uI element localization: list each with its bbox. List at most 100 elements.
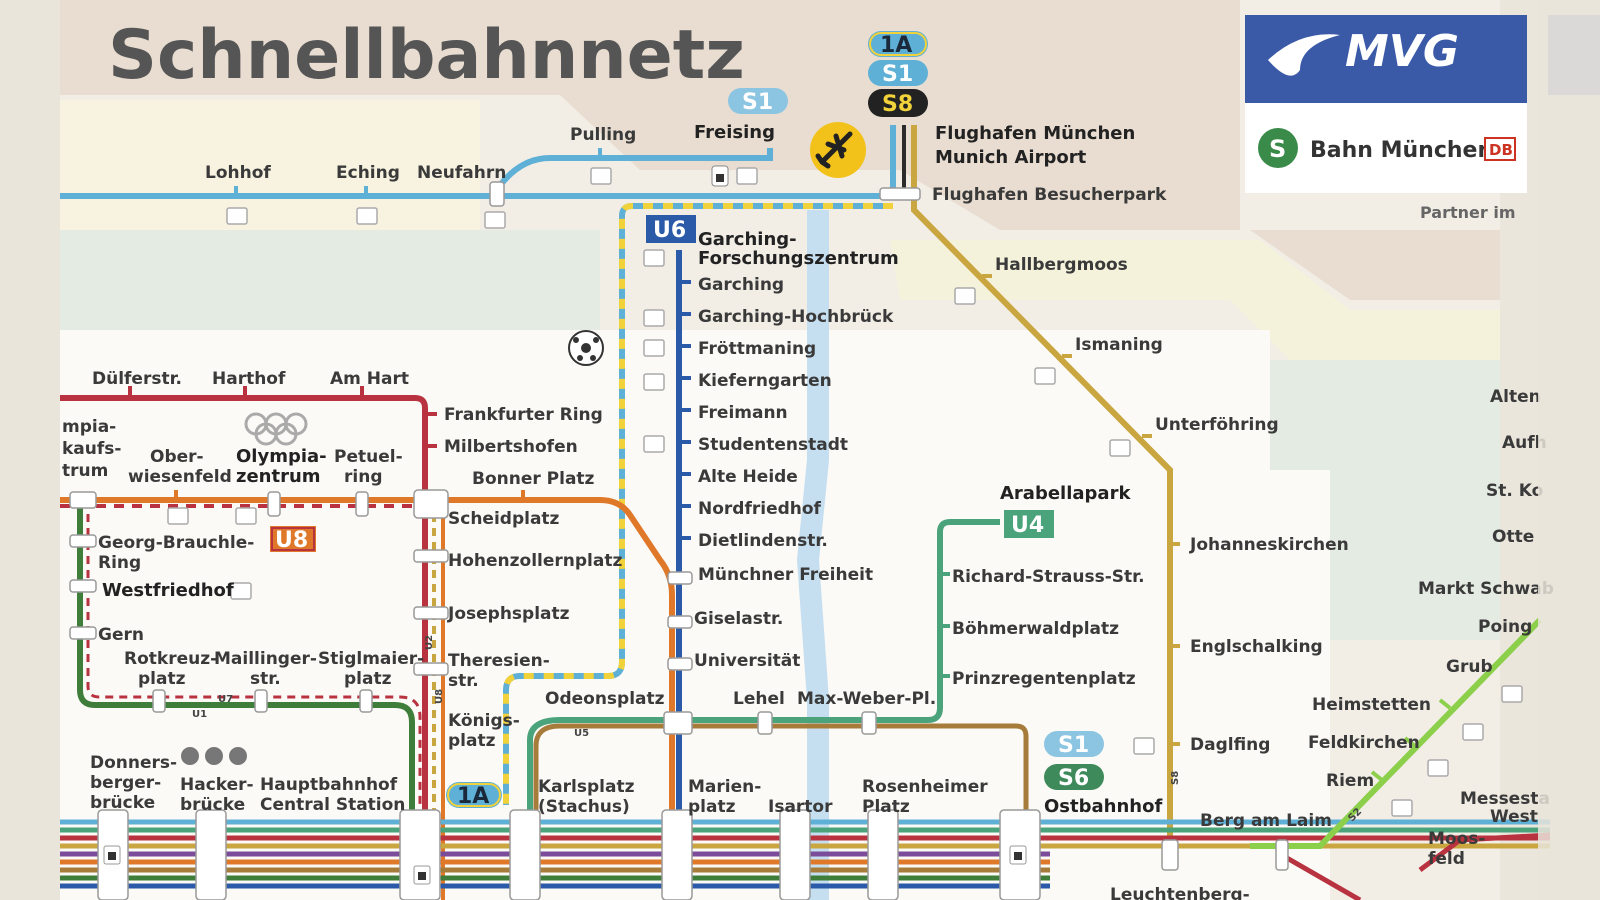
u4-ticks	[940, 572, 950, 678]
station-oberwiesenfeld-line2: wiesenfeld	[128, 467, 232, 487]
station-stops	[69, 181, 1289, 900]
zone-green-east	[1270, 360, 1500, 640]
station-st-ko-partial: St. Ko	[1486, 481, 1543, 501]
badge-1a-bottom: 1A	[446, 782, 502, 809]
badge-s1-top: S1	[868, 60, 928, 87]
station-rosenheimer-platz-line1: Rosenheimer	[862, 777, 988, 797]
line-tag-u5: U5	[574, 728, 589, 739]
badge-s1-top-text: S1	[882, 62, 913, 87]
station-milbertshofen: Milbertshofen	[444, 437, 578, 457]
s8-ticks	[982, 274, 1180, 746]
badge-u8: U8	[270, 526, 316, 553]
station-donnersbergerbruecke-line3: brücke	[90, 793, 155, 813]
station-maillingerstr-line1: Maillinger-	[214, 649, 317, 669]
station-heimstetten: Heimstetten	[1312, 695, 1431, 715]
station-max-weber-pl: Max-Weber-Pl.	[797, 689, 936, 709]
lock-icon	[711, 165, 729, 187]
station-odeonsplatz: Odeonsplatz	[545, 689, 665, 709]
station-ismaning: Ismaning	[1075, 335, 1163, 355]
station-koenigsplatz-line1: Königs-	[448, 711, 520, 731]
station-koenigsplatz-line2: platz	[448, 731, 496, 751]
line-tag-s8: S8	[1170, 771, 1181, 785]
zone-yellow-band	[890, 240, 1500, 360]
badge-u4-text: U4	[1011, 513, 1044, 538]
station-duelferstr: Dülferstr.	[92, 369, 182, 389]
station-arabellapark: Arabellapark	[1000, 483, 1131, 504]
station-lehel: Lehel	[733, 689, 785, 709]
station-moosfeld-line1: Moos-	[1428, 829, 1485, 849]
line-u2-east	[1278, 851, 1362, 900]
park-and-ride-icon	[167, 167, 1523, 817]
station-messestadt-west-line1: Messesta	[1460, 789, 1550, 809]
station-marienplatz-line2: platz	[688, 797, 736, 817]
station-boehmerwaldplatz: Böhmerwaldplatz	[952, 619, 1119, 639]
db-logo-text: DB	[1489, 141, 1513, 159]
station-unterfoehring: Unterföhring	[1155, 415, 1279, 435]
line-s8	[911, 125, 1173, 850]
station-bonner-platz: Bonner Platz	[472, 469, 595, 489]
station-maillingerstr-line2: str.	[250, 669, 281, 689]
badge-s1-east: S1	[1044, 731, 1104, 758]
station-markt-schwaben-partial: Markt Schwab	[1418, 579, 1554, 599]
line-tag-u7: U7	[218, 694, 233, 705]
badge-1a-top: 1A	[868, 31, 928, 58]
line-tag-u1: U1	[192, 709, 207, 720]
station-giselastr: Giselastr.	[694, 609, 783, 629]
olympic-rings-icon	[244, 412, 308, 446]
station-prinzregentenplatz: Prinzregentenplatz	[952, 669, 1136, 689]
station-alten-partial: Alten	[1490, 387, 1541, 407]
station-donnersbergerbruecke-line1: Donners-	[90, 753, 177, 773]
badge-u4: U4	[1004, 510, 1054, 538]
station-hauptbahnhof-line1: Hauptbahnhof	[260, 775, 398, 795]
station-muenchner-freiheit: Münchner Freiheit	[698, 565, 873, 585]
station-gern: Gern	[98, 625, 144, 645]
station-nordfriedhof: Nordfriedhof	[698, 499, 822, 519]
badge-s6-east-text: S6	[1058, 766, 1089, 791]
right-edge-overlay	[1538, 0, 1600, 900]
station-olympia-einkaufszentrum-line1: mpia-	[62, 417, 116, 437]
station-scheidplatz: Scheidplatz	[448, 509, 560, 529]
svg-text:S: S	[1269, 135, 1286, 163]
u2-ticks	[128, 386, 437, 448]
station-daglfing: Daglfing	[1190, 735, 1270, 755]
station-studentenstadt: Studentenstadt	[698, 435, 848, 455]
station-ostbahnhof: Ostbahnhof	[1044, 796, 1162, 817]
station-garching-hochbrueck: Garching-Hochbrück	[698, 307, 894, 327]
station-moosfeld-line2: feld	[1428, 849, 1465, 869]
station-richard-strauss-str: Richard-Strauss-Str.	[952, 567, 1145, 587]
station-airport-line2: Munich Airport	[935, 147, 1087, 168]
line-u3	[60, 497, 675, 900]
sbahn-icon	[1258, 128, 1298, 168]
db-logo	[1484, 137, 1516, 161]
river-isar	[796, 210, 829, 900]
airplane-icon	[810, 122, 866, 178]
station-kieferngarten: Kieferngarten	[698, 371, 832, 391]
station-georg-brauchle-ring-line1: Georg-Brauchle-	[98, 533, 254, 553]
station-hauptbahnhof-line2: Central Station	[260, 795, 405, 815]
station-marienplatz-line1: Marien-	[688, 777, 761, 797]
station-rotkreuzplatz-line1: Rotkreuz-	[124, 649, 217, 669]
zone-outer	[60, 0, 1500, 300]
station-garching-fz-line1: Garching-	[698, 229, 797, 250]
line-u2	[60, 395, 428, 900]
station-frankfurter-ring: Frankfurter Ring	[444, 405, 603, 425]
station-westfriedhof: Westfriedhof	[102, 580, 234, 601]
station-olympia-einkaufszentrum-line3: trum	[62, 461, 108, 481]
station-freising: Freising	[694, 122, 775, 143]
station-georg-brauchle-ring-line2: Ring	[98, 553, 141, 573]
station-hackerbruecke-line2: brücke	[180, 795, 245, 815]
station-karlsplatz-line1: Karlsplatz	[538, 777, 635, 797]
station-stiglmaierplatz-line2: platz	[344, 669, 392, 689]
line-u4	[527, 519, 1000, 900]
line-u2-messe	[1418, 832, 1551, 872]
map-title: Schnellbahnnetz	[108, 16, 745, 95]
station-donnersbergerbruecke-line2: berger-	[90, 773, 161, 793]
line-u1	[77, 500, 415, 900]
badge-s1-east-text: S1	[1058, 733, 1089, 758]
station-johanneskirchen: Johanneskirchen	[1189, 535, 1349, 555]
badge-s1-freising: S1	[728, 88, 788, 115]
lock-icon	[103, 845, 121, 865]
lock-icon	[1009, 845, 1027, 865]
